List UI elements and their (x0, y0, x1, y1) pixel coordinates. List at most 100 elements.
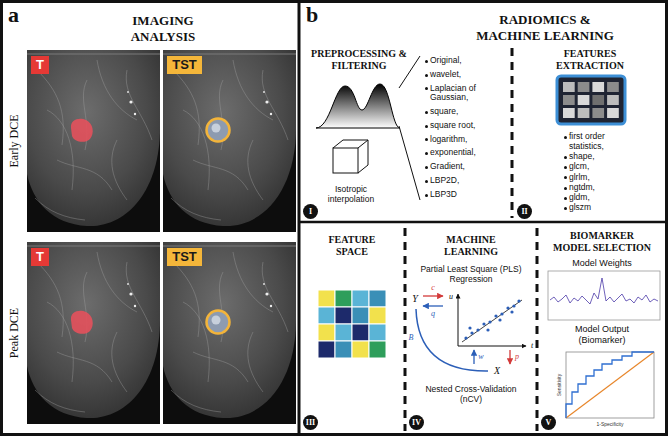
dashed-divider (536, 228, 539, 431)
icon-frame (557, 76, 625, 124)
score-points (464, 299, 520, 339)
roi-tag-text: T (36, 58, 44, 72)
rect-shape (335, 324, 352, 341)
bullet-dot (564, 207, 567, 210)
rect-shape (335, 290, 352, 307)
step-number-text: IV (412, 419, 421, 427)
row-label: Early DCE (7, 115, 21, 168)
symbol-label: B (409, 334, 414, 342)
list-item: Laplacian of Gaussian, (430, 84, 510, 104)
feature-matrix-icon (557, 76, 625, 124)
dashed-divider (511, 48, 514, 218)
rect-shape (563, 95, 575, 105)
axis-u (458, 294, 459, 346)
chance-line (566, 352, 654, 418)
list-item: Original, (430, 56, 510, 66)
rect-shape (369, 341, 386, 358)
bullet-dot (425, 87, 428, 90)
rect-shape (592, 108, 604, 118)
rect-shape (352, 307, 369, 324)
roi-tag-text: TST (172, 250, 197, 264)
list-item: LBP2D, (430, 176, 510, 186)
text-label: RADIOMICS & MACHINE LEARNING (470, 12, 620, 43)
symbol-label: X (494, 366, 500, 376)
roi-core (212, 316, 221, 325)
rect-shape (369, 324, 386, 341)
bullet-dot (425, 111, 428, 114)
list-item: shape, (569, 152, 629, 162)
regression-line (462, 300, 522, 342)
bullet-dot (425, 60, 428, 63)
circle-shape (512, 304, 515, 307)
step-section: PREPROCESSING & FILTERINGOriginal,wavele… (301, 44, 512, 222)
step-number: II (517, 204, 532, 219)
roi-tag-text: T (36, 250, 44, 264)
roi-tag: TST (167, 248, 202, 266)
list-item: wavelet, (430, 70, 510, 80)
panel-divider (298, 0, 301, 436)
list-item: ngtdm, (569, 183, 629, 193)
weights-line (550, 278, 658, 304)
pls-sketch (416, 294, 526, 371)
symbol-label: c (431, 284, 435, 292)
text-label: Isotropic interpolation (313, 184, 389, 204)
step-number-text: II (521, 208, 527, 216)
list-item: LBP3D (430, 190, 510, 200)
roc-frame (566, 352, 654, 418)
rect-shape (318, 324, 335, 341)
step-section: FEATURE SPACEIII (301, 224, 404, 434)
rect-shape (318, 341, 335, 358)
axis-label: Sensitivity (557, 374, 562, 397)
circle-shape (488, 320, 491, 323)
step-section: MACHINE LEARNINGPartial Least Square (PL… (406, 224, 536, 434)
text-label: b (306, 2, 318, 28)
intensity-histogram (316, 84, 400, 128)
circle-shape (482, 322, 485, 325)
roi-tag: T (31, 56, 49, 74)
coefficient-curve (416, 309, 488, 371)
bullet-dot (425, 166, 428, 169)
rect-shape (318, 290, 335, 307)
circle-shape (494, 314, 497, 317)
rect-shape (592, 82, 604, 92)
bullet-dot (564, 187, 567, 190)
circle-shape (506, 306, 509, 309)
row-label: Peak DCE (7, 308, 21, 358)
text-label: FEATURES EXTRACTION (545, 48, 635, 72)
roi-ring (207, 311, 230, 334)
mri-image (27, 242, 160, 424)
rect-shape (352, 290, 369, 307)
text-label: IMAGING ANALYSIS (113, 13, 213, 44)
step-section: BIOMARKER MODEL SELECTIONModel WeightsMo… (538, 224, 666, 434)
symbol-label: t (531, 342, 533, 350)
bullet-dot (564, 166, 567, 169)
circle-shape (510, 310, 513, 313)
rect-shape (369, 307, 386, 324)
rect-shape (563, 108, 575, 118)
weight-arrow (473, 350, 474, 364)
bullet-dot (425, 74, 428, 77)
row-divider (299, 221, 668, 224)
list-item: glszm (569, 203, 629, 213)
rect-shape (318, 307, 335, 324)
step-number-text: V (546, 419, 552, 427)
step-number: I (303, 204, 318, 219)
symbol-label: p (515, 353, 519, 361)
list-item: glcm, (569, 162, 629, 172)
weight-arrow (423, 295, 443, 296)
text-label: MACHINE LEARNING (436, 234, 506, 258)
mri-image (27, 50, 160, 232)
step-section: FEATURES EXTRACTIONfirst order statistic… (514, 44, 666, 222)
bullet-dot (425, 125, 428, 128)
step-number: IV (409, 415, 424, 430)
bullet-dot (564, 156, 567, 159)
symbol-label: q (431, 310, 435, 318)
mri-image (163, 242, 296, 424)
axis-label: 1-Specificity (597, 422, 624, 427)
text-label: BIOMARKER MODEL SELECTION (551, 230, 653, 254)
peritumoral-roi (207, 119, 230, 334)
circle-shape (470, 331, 473, 334)
roi-ring (207, 119, 230, 142)
